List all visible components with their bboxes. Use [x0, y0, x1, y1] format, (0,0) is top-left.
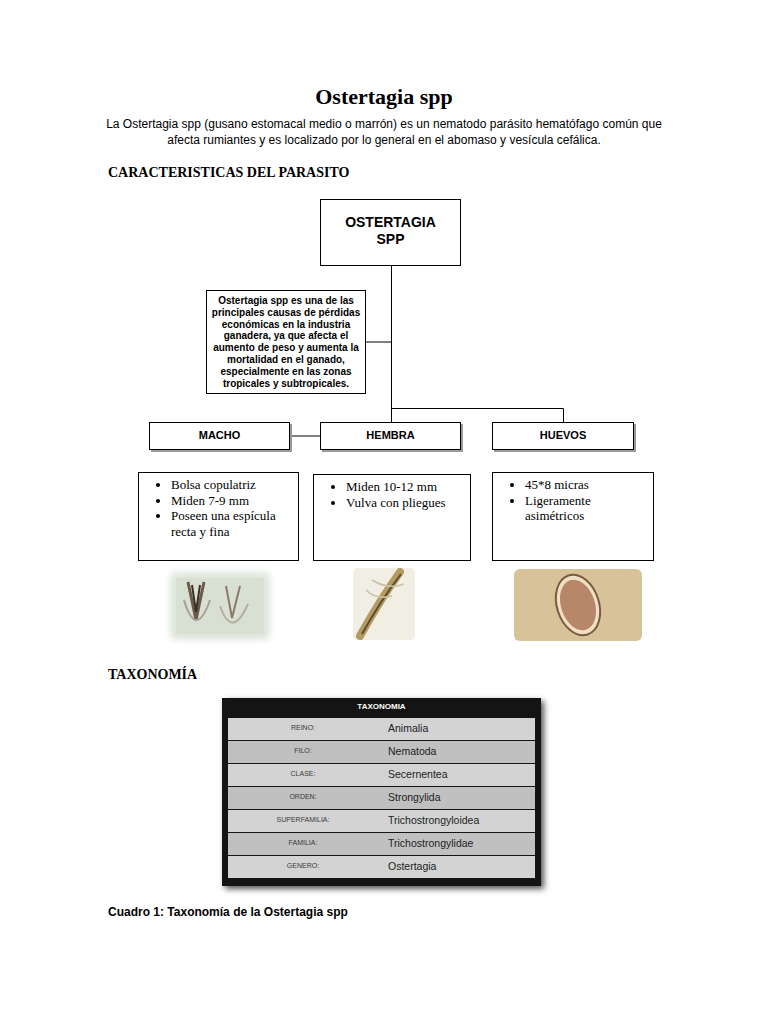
- category-box: HEMBRA: [320, 422, 461, 450]
- description-box: Ostertagia spp es una de las principales…: [206, 290, 366, 394]
- table-cell: FILO:: [228, 747, 378, 754]
- male-image: [170, 572, 270, 640]
- category-box: MACHO: [149, 422, 290, 450]
- table-cell: REINO:: [228, 724, 378, 731]
- table-cell: GENERO:: [228, 862, 378, 869]
- connector: [391, 266, 392, 422]
- box-text: HUEVOS: [497, 429, 629, 441]
- bullet-list: Miden 10-12 mmVulva con pliegues: [314, 479, 464, 510]
- egg-image: [514, 569, 642, 641]
- table-row: SUPERFAMILIA: Trichostrongyloidea: [228, 810, 535, 832]
- box-text: OSTERTAGIA SPP: [341, 214, 440, 248]
- table-row: FAMILIA: Trichostrongylidae: [228, 833, 535, 855]
- table-row: FILO: Nematoda: [228, 741, 535, 763]
- category-box: HUEVOS: [492, 422, 634, 450]
- table-cell: Strongylida: [388, 791, 441, 803]
- detail-box: 45*8 micrasLigeramente asimétricos: [492, 472, 654, 561]
- taxonomy-table: TAXONOMIA REINO: AnimaliaFILO: NematodaCLAS…: [222, 698, 541, 886]
- table-cell: Animalia: [388, 722, 428, 734]
- table-caption: Cuadro 1: Taxonomía de la Ostertagia spp: [108, 905, 348, 919]
- table-cell: Trichostrongyloidea: [388, 814, 479, 826]
- box-text: MACHO: [154, 429, 285, 441]
- table-row: REINO: Animalia: [228, 718, 535, 740]
- connector: [366, 266, 392, 342]
- table-row: GENERO: Ostertagia: [228, 856, 535, 878]
- bullet-item: Miden 10-12 mm: [346, 479, 464, 495]
- table-cell: FAMILIA:: [228, 839, 378, 846]
- bullet-list: Bolsa copulatrizMiden 7-9 mmPoseen una e…: [139, 477, 292, 539]
- bullet-item: Miden 7-9 mm: [171, 493, 292, 509]
- intro-paragraph: La Ostertagia spp (gusano estomacal medi…: [100, 116, 668, 148]
- table-cell: SUPERFAMILIA:: [228, 816, 378, 823]
- bullet-item: Ligeramente asimétricos: [525, 493, 647, 524]
- bullet-item: 45*8 micras: [525, 477, 647, 493]
- page-title: Ostertagia spp: [0, 84, 768, 110]
- bullet-item: Vulva con pliegues: [346, 495, 464, 511]
- table-row: ORDEN: Strongylida: [228, 787, 535, 809]
- table-header: TAXONOMIA: [222, 702, 541, 711]
- table-cell: Trichostrongylidae: [388, 837, 473, 849]
- detail-box: Miden 10-12 mmVulva con pliegues: [313, 474, 471, 561]
- table-cell: ORDEN:: [228, 793, 378, 800]
- table-cell: Nematoda: [388, 745, 436, 757]
- bullet-item: Poseen una espícula recta y fina: [171, 508, 292, 539]
- table-row: CLASE: Secernentea: [228, 764, 535, 786]
- table-cell: CLASE:: [228, 770, 378, 777]
- section-heading: CARACTERISTICAS DEL PARASITO: [108, 165, 349, 181]
- section-heading: TAXONOMÍA: [108, 667, 197, 683]
- detail-box: Bolsa copulatrizMiden 7-9 mmPoseen una e…: [138, 472, 299, 561]
- table-cell: Secernentea: [388, 768, 448, 780]
- bullet-list: 45*8 micrasLigeramente asimétricos: [493, 477, 647, 524]
- root-box: OSTERTAGIA SPP: [320, 199, 461, 266]
- box-text: HEMBRA: [325, 429, 456, 441]
- bullet-item: Bolsa copulatriz: [171, 477, 292, 493]
- connector: [392, 266, 564, 422]
- box-text: Ostertagia spp es una de las principales…: [211, 295, 361, 389]
- female-image: [353, 568, 415, 640]
- table-cell: Ostertagia: [388, 860, 436, 872]
